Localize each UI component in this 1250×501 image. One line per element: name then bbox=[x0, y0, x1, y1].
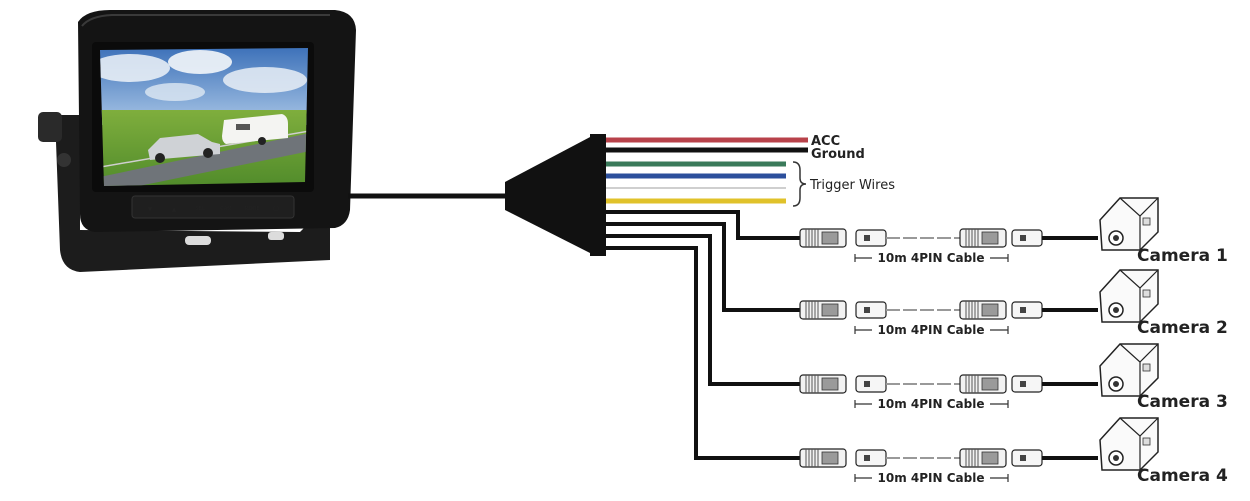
connector-plug bbox=[1011, 301, 1043, 319]
connector-plug bbox=[855, 229, 887, 247]
camera-row-2: Camera 2 10m 4PIN Cable bbox=[799, 269, 1228, 338]
connector-male bbox=[799, 374, 847, 394]
connector-male bbox=[799, 448, 847, 468]
bracket-slot bbox=[185, 236, 211, 245]
mount-knob bbox=[38, 112, 62, 142]
screen-caravan bbox=[222, 114, 288, 144]
camera-4-lead bbox=[606, 246, 800, 460]
camera-1-lead bbox=[606, 210, 800, 240]
camera-1-icon bbox=[1099, 197, 1159, 251]
mount-screw bbox=[57, 153, 71, 167]
camera-2-icon bbox=[1099, 269, 1159, 323]
trigger-label: Trigger Wires bbox=[809, 178, 895, 193]
camera-row-3: Camera 3 10m 4PIN Cable bbox=[799, 343, 1228, 412]
camera-cables bbox=[606, 210, 800, 460]
connector-female bbox=[959, 448, 1007, 468]
connector-plug bbox=[855, 301, 887, 319]
monitor-bracket bbox=[55, 115, 330, 272]
trigger-wires: Trigger Wires bbox=[606, 161, 895, 207]
camera-3-lead bbox=[606, 234, 800, 386]
camera-row-1: Camera 1 10m 4PIN Cable bbox=[799, 197, 1228, 266]
harness-funnel bbox=[505, 136, 592, 254]
camera-row-4: Camera 4 10m 4PIN Cable bbox=[799, 417, 1228, 486]
connector-plug bbox=[1011, 375, 1043, 393]
connector-plug bbox=[855, 449, 887, 467]
connector-plug bbox=[855, 375, 887, 393]
camera-4-cable-label: 10m 4PIN Cable bbox=[878, 471, 985, 485]
acc-label: ACC bbox=[811, 134, 840, 149]
monitor: ▼ ▲ SEL CAM MODE ⏻ bbox=[38, 10, 356, 272]
camera-1-label: Camera 1 bbox=[1137, 246, 1228, 266]
connector-female bbox=[959, 374, 1007, 394]
button-labels: ▼ ▲ SEL CAM MODE ⏻ bbox=[148, 205, 280, 213]
monitor-btn-sel[interactable]: SEL bbox=[195, 206, 204, 212]
camera-3-label: Camera 3 bbox=[1137, 392, 1228, 412]
camera-2-cable-label: 10m 4PIN Cable bbox=[878, 323, 985, 337]
harness-plug bbox=[590, 134, 606, 256]
camera-4-label: Camera 4 bbox=[1137, 466, 1228, 486]
power-wires: ACC Ground bbox=[606, 134, 865, 162]
monitor-btn-down[interactable]: ▼ bbox=[148, 206, 153, 213]
monitor-btn-mode[interactable]: MODE bbox=[244, 206, 259, 212]
trigger-brace bbox=[792, 161, 807, 207]
connector-female bbox=[959, 228, 1007, 248]
connector-male bbox=[799, 300, 847, 320]
bracket-slot bbox=[268, 232, 284, 240]
monitor-visor-highlight bbox=[81, 14, 330, 27]
camera-2-lead bbox=[606, 222, 800, 312]
monitor-screen bbox=[100, 48, 308, 186]
connector-male bbox=[799, 228, 847, 248]
button-panel bbox=[131, 195, 295, 219]
ground-label: Ground bbox=[811, 147, 865, 162]
screen-car bbox=[148, 134, 220, 160]
camera-3-cable-label: 10m 4PIN Cable bbox=[878, 397, 985, 411]
monitor-btn-up[interactable]: ▲ bbox=[172, 206, 177, 213]
camera-2-label: Camera 2 bbox=[1137, 318, 1228, 338]
monitor-btn-power[interactable]: ⏻ bbox=[273, 205, 279, 213]
camera-3-icon bbox=[1099, 343, 1159, 397]
camera-4-icon bbox=[1099, 417, 1159, 471]
connector-female bbox=[959, 300, 1007, 320]
camera-1-cable-label: 10m 4PIN Cable bbox=[878, 251, 985, 265]
monitor-btn-cam[interactable]: CAM bbox=[220, 206, 231, 212]
connector-plug bbox=[1011, 449, 1043, 467]
connector-plug bbox=[1011, 229, 1043, 247]
